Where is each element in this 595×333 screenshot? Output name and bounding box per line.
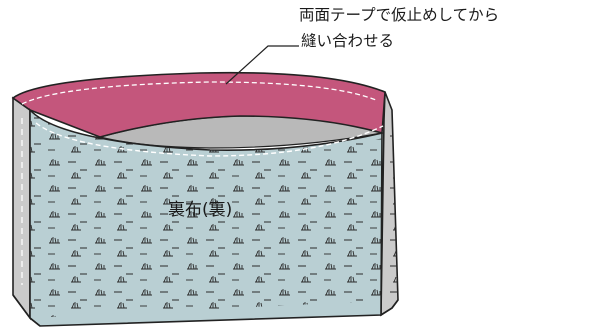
annotation-text-line2: 縫い合わせる xyxy=(301,32,395,50)
bottom-right-corner xyxy=(380,299,399,316)
lining-label: 裏布(裏) xyxy=(168,200,233,220)
top-band xyxy=(11,71,386,138)
bottom-left-corner xyxy=(12,294,41,327)
annotation-leader xyxy=(225,45,299,85)
top-band-inner xyxy=(21,81,377,105)
annotation-text-line1: 両面テープで仮止めしてから xyxy=(299,6,500,24)
band-stitch-line xyxy=(35,122,384,157)
